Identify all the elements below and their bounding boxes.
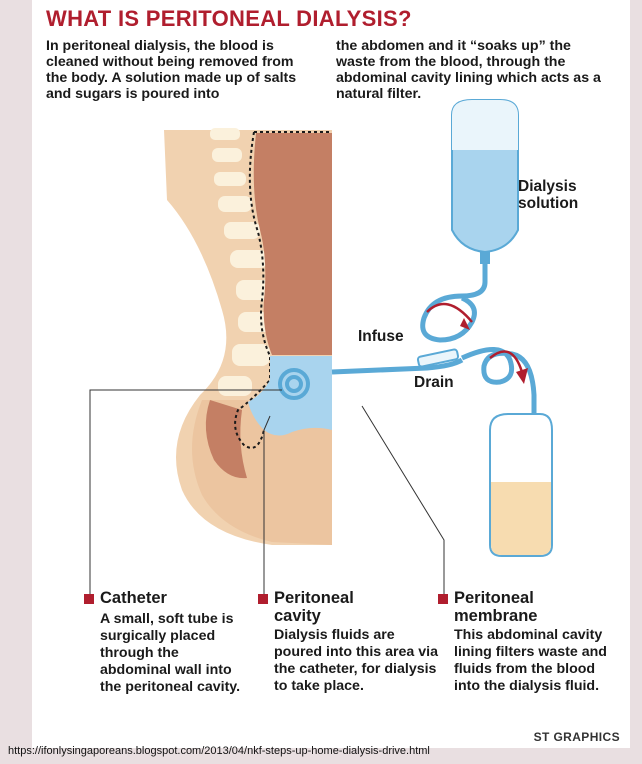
drain-label: Drain xyxy=(414,374,454,391)
intro-left-text: In peritoneal dialysis, the blood is cle… xyxy=(46,38,297,102)
catheter-callout-body: A small, soft tube is surgically placed … xyxy=(100,611,241,695)
pelvis-bone xyxy=(205,400,247,479)
dialysis-illustration xyxy=(89,99,553,596)
catheter-tube xyxy=(331,357,464,375)
peritoneal-membrane-outline xyxy=(234,131,332,449)
drain-arrow xyxy=(489,350,524,373)
callout-leaders xyxy=(89,389,445,596)
infusion-tube xyxy=(420,264,488,343)
infuse-arrow xyxy=(426,302,473,323)
page-title: WHAT IS PERITONEAL DIALYSIS? xyxy=(46,6,412,31)
peritoneal-cavity-marker xyxy=(258,594,268,604)
catheter-marker xyxy=(84,594,94,604)
drain-arrowhead xyxy=(516,368,528,384)
drain-tube xyxy=(460,347,537,414)
infographic-card: WHAT IS PERITONEAL DIALYSIS? In peritone… xyxy=(32,0,630,748)
abdominal-organ xyxy=(253,133,332,355)
peritoneal-membrane-callout-title: Peritoneal membrane xyxy=(454,589,538,625)
peritoneal-cavity-callout-body: Dialysis fluids are poured into this are… xyxy=(274,627,438,694)
infuse-label: Infuse xyxy=(358,328,404,345)
source-url[interactable]: https://ifonlysingaporeans.blogspot.com/… xyxy=(8,745,430,757)
graphics-credit: ST GRAPHICS xyxy=(533,730,620,744)
peritoneal-cavity-callout-title: Peritoneal cavity xyxy=(274,589,354,625)
peritoneal-membrane-marker xyxy=(438,594,448,604)
peritoneal-membrane-callout-body: This abdominal cavity lining filters was… xyxy=(454,627,607,694)
drain-bag xyxy=(489,413,553,557)
dialysis-solution-bag xyxy=(451,99,519,264)
intro-right-text: the abdomen and it “soaks up” the waste … xyxy=(336,38,601,102)
y-connector xyxy=(416,348,460,368)
catheter-coil xyxy=(278,368,310,400)
catheter-callout-title: Catheter xyxy=(100,589,167,607)
dialysis-solution-label: Dialysis solution xyxy=(518,178,579,212)
infuse-arrowhead xyxy=(460,318,470,330)
